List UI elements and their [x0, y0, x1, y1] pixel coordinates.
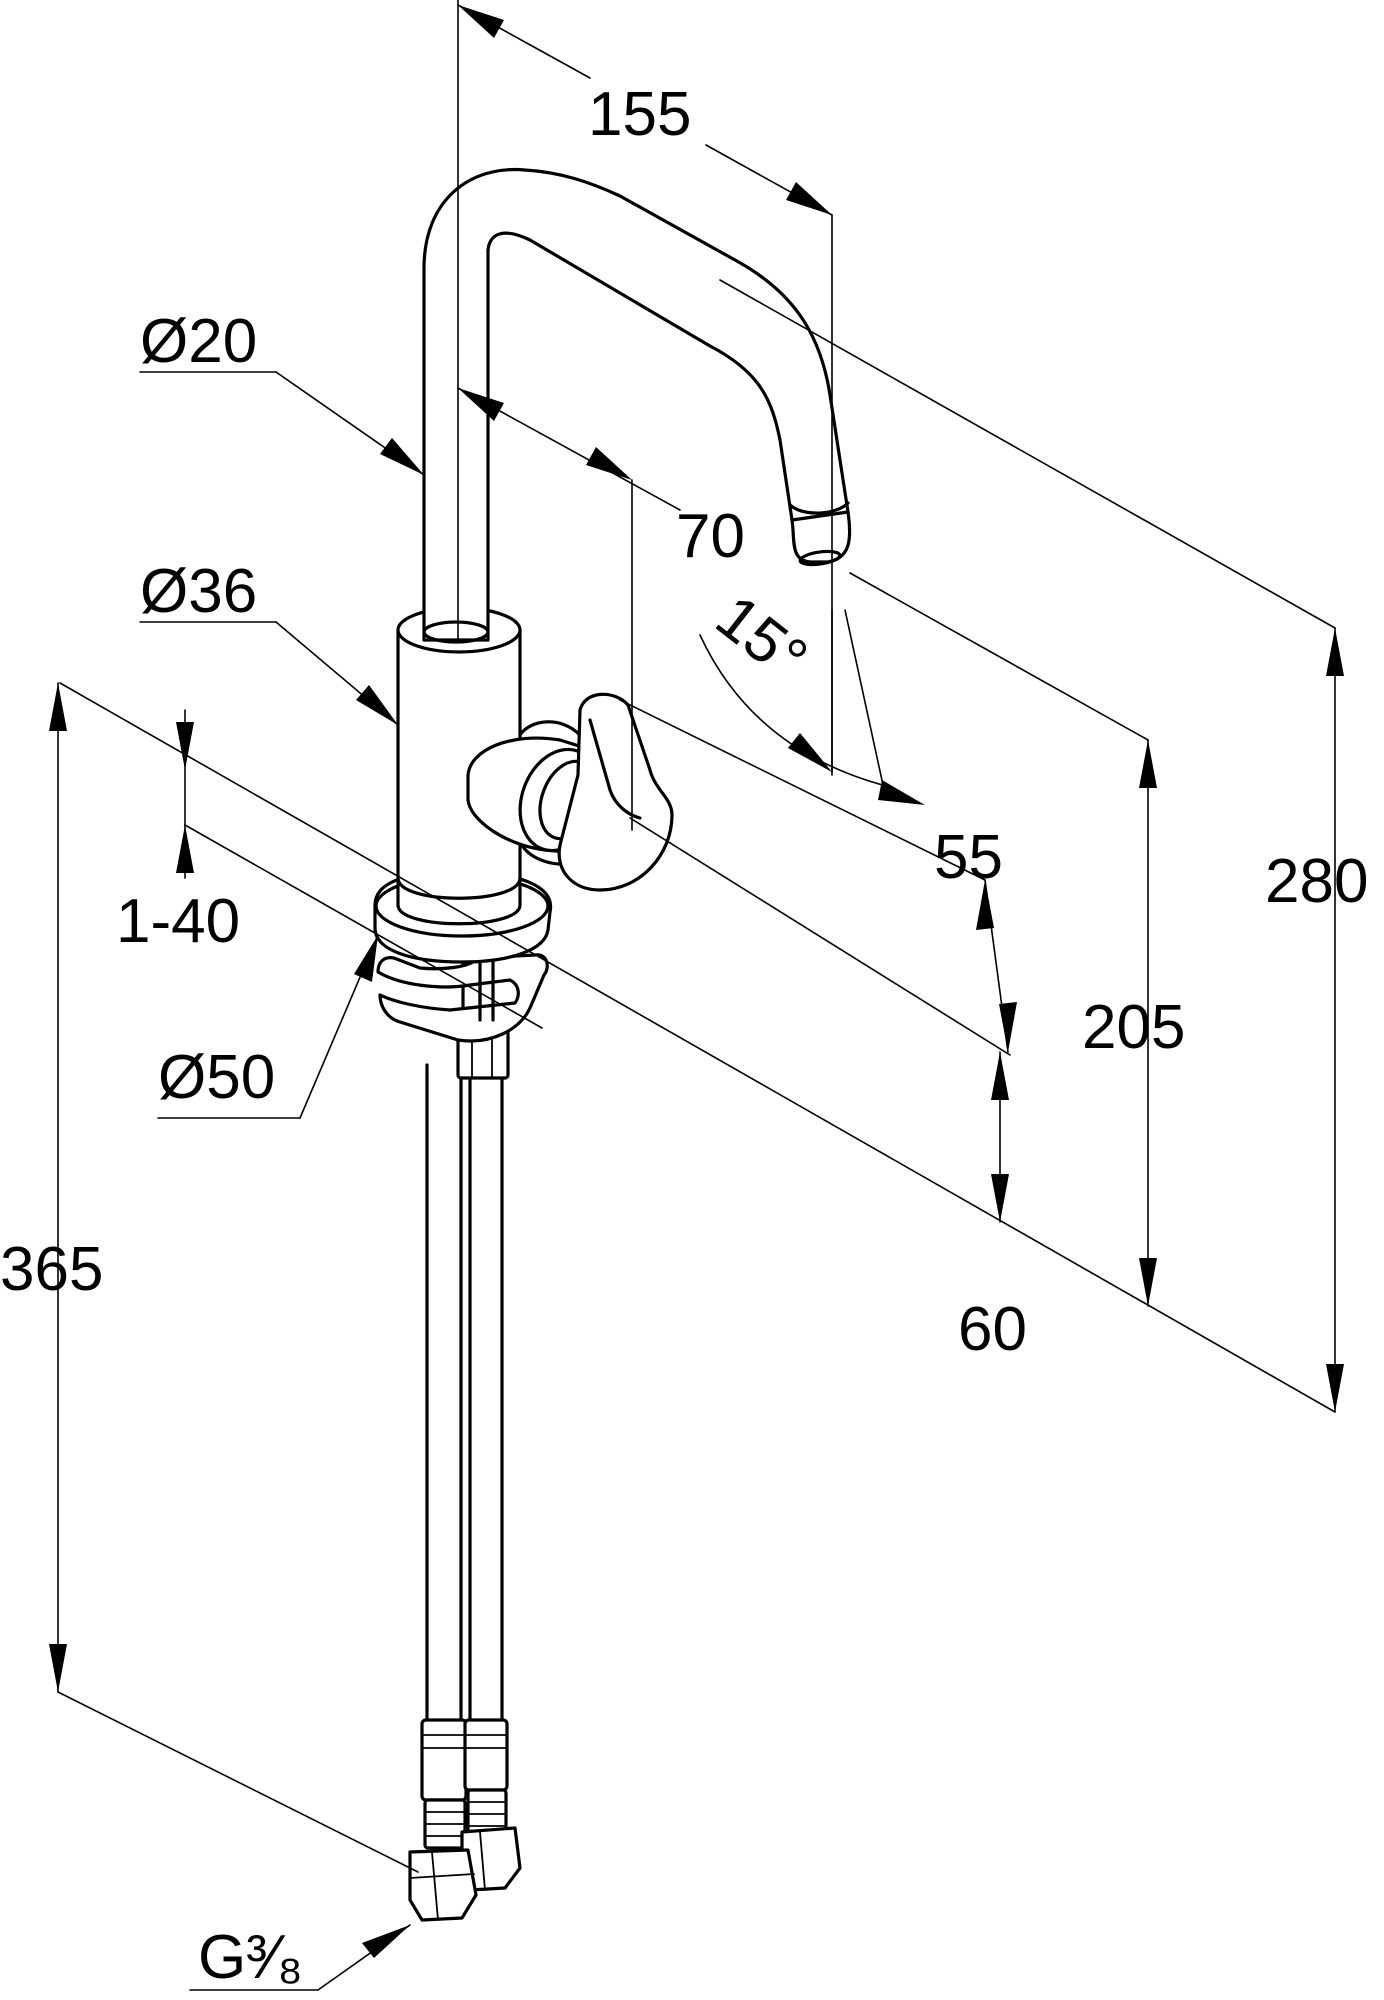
dim-outlet-height: 205	[1082, 993, 1185, 1062]
dim-spout-angle: 15°	[703, 582, 819, 694]
dim-deck-thickness: 1-40	[116, 887, 240, 956]
dimension-labels: 155 Ø20 70 Ø36 15° 55 1-40 Ø50 280 205 6…	[0, 80, 1368, 1992]
dim-lever-height: 60	[958, 1295, 1027, 1364]
dim-hose-length: 365	[0, 1235, 103, 1304]
dimension-lines	[49, 0, 1344, 1991]
dim-lever-projection: 55	[934, 823, 1003, 892]
faucet-outline	[373, 167, 852, 1922]
dim-spout-offset: 70	[676, 502, 745, 571]
union-nuts	[408, 1826, 522, 1922]
dim-spout-diameter: Ø20	[140, 307, 257, 376]
dim-connection-thread: G³⁄₈	[198, 1923, 303, 1992]
dim-spout-reach: 155	[588, 80, 691, 149]
dim-total-height: 280	[1265, 847, 1368, 916]
dim-body-diameter: Ø36	[140, 557, 257, 626]
supply-hoses	[420, 1063, 509, 1850]
clamp-plate	[376, 953, 549, 1043]
dim-base-diameter: Ø50	[158, 1043, 275, 1112]
spout	[422, 167, 852, 644]
lever-handle	[557, 692, 674, 892]
